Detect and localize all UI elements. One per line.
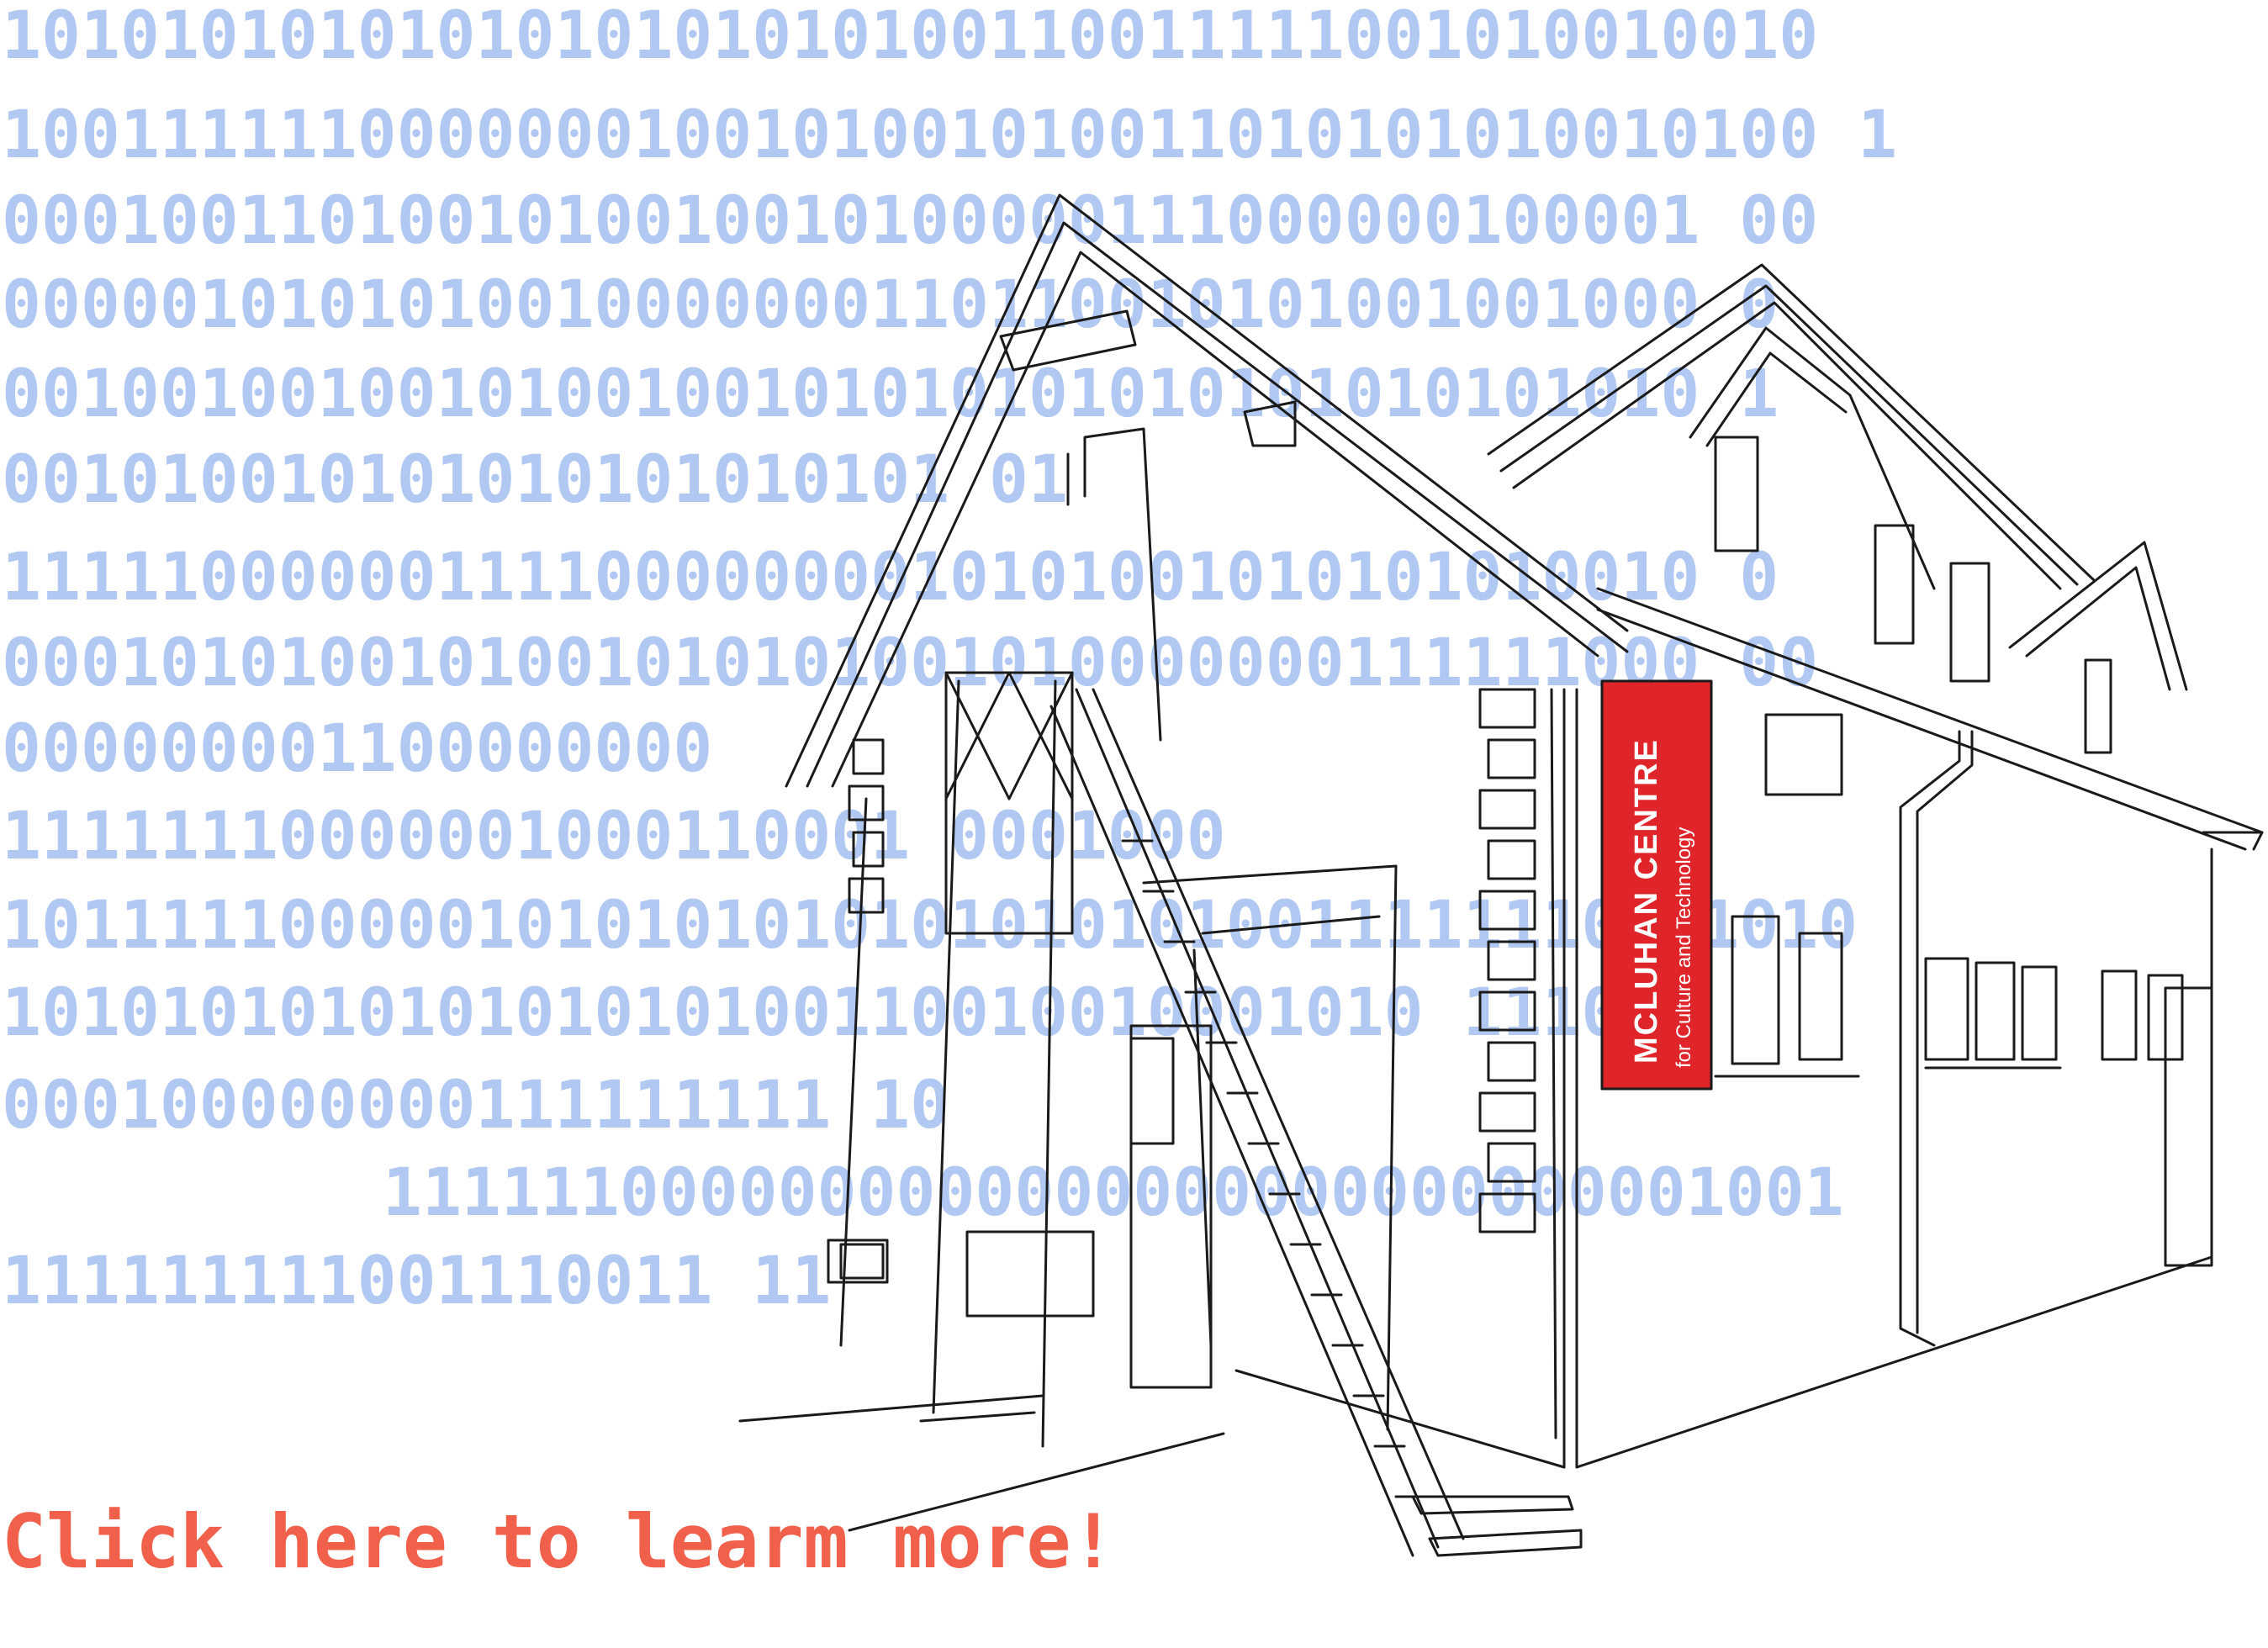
binary-row: 0010010010010100100101010101010101010101… bbox=[2, 357, 1779, 432]
binary-row: 111111111001110011 11 bbox=[2, 1244, 832, 1319]
binary-row: 001010010101010101010101 01 bbox=[2, 442, 1068, 518]
binary-row: 000100000000111111111 10 bbox=[2, 1068, 950, 1144]
binary-row: 000000001100000000 bbox=[2, 711, 713, 787]
binary-row: 101010101010101010100110010010001010 111… bbox=[2, 975, 1621, 1051]
binary-row: 0000010101010010000000110110010101001001… bbox=[2, 267, 1779, 343]
banner-background bbox=[1600, 679, 1713, 1091]
learn-more-link[interactable]: Click here to learm more! bbox=[2, 1498, 1116, 1585]
banner-title: MCLUHAN CENTRE bbox=[1629, 738, 1664, 1064]
binary-row: 11111110000001000110001 0001000 bbox=[2, 799, 1226, 874]
binary-row: 1011111000001010101010101010101001111111… bbox=[2, 888, 1858, 964]
binary-row: 1111100000011110000000010101001010101010… bbox=[2, 540, 1779, 615]
binary-row: 1010101010101010101010100110011111001010… bbox=[2, 0, 1819, 74]
binary-row: 1001111110000000100101001010011010101010… bbox=[2, 98, 1898, 173]
binary-row: 0001001101001010010010100000111000000100… bbox=[2, 183, 1819, 259]
binary-row: 1111110000000000000000000000000001001 bbox=[383, 1155, 1844, 1231]
banner-subtitle: for Culture and Technology bbox=[1673, 827, 1695, 1068]
